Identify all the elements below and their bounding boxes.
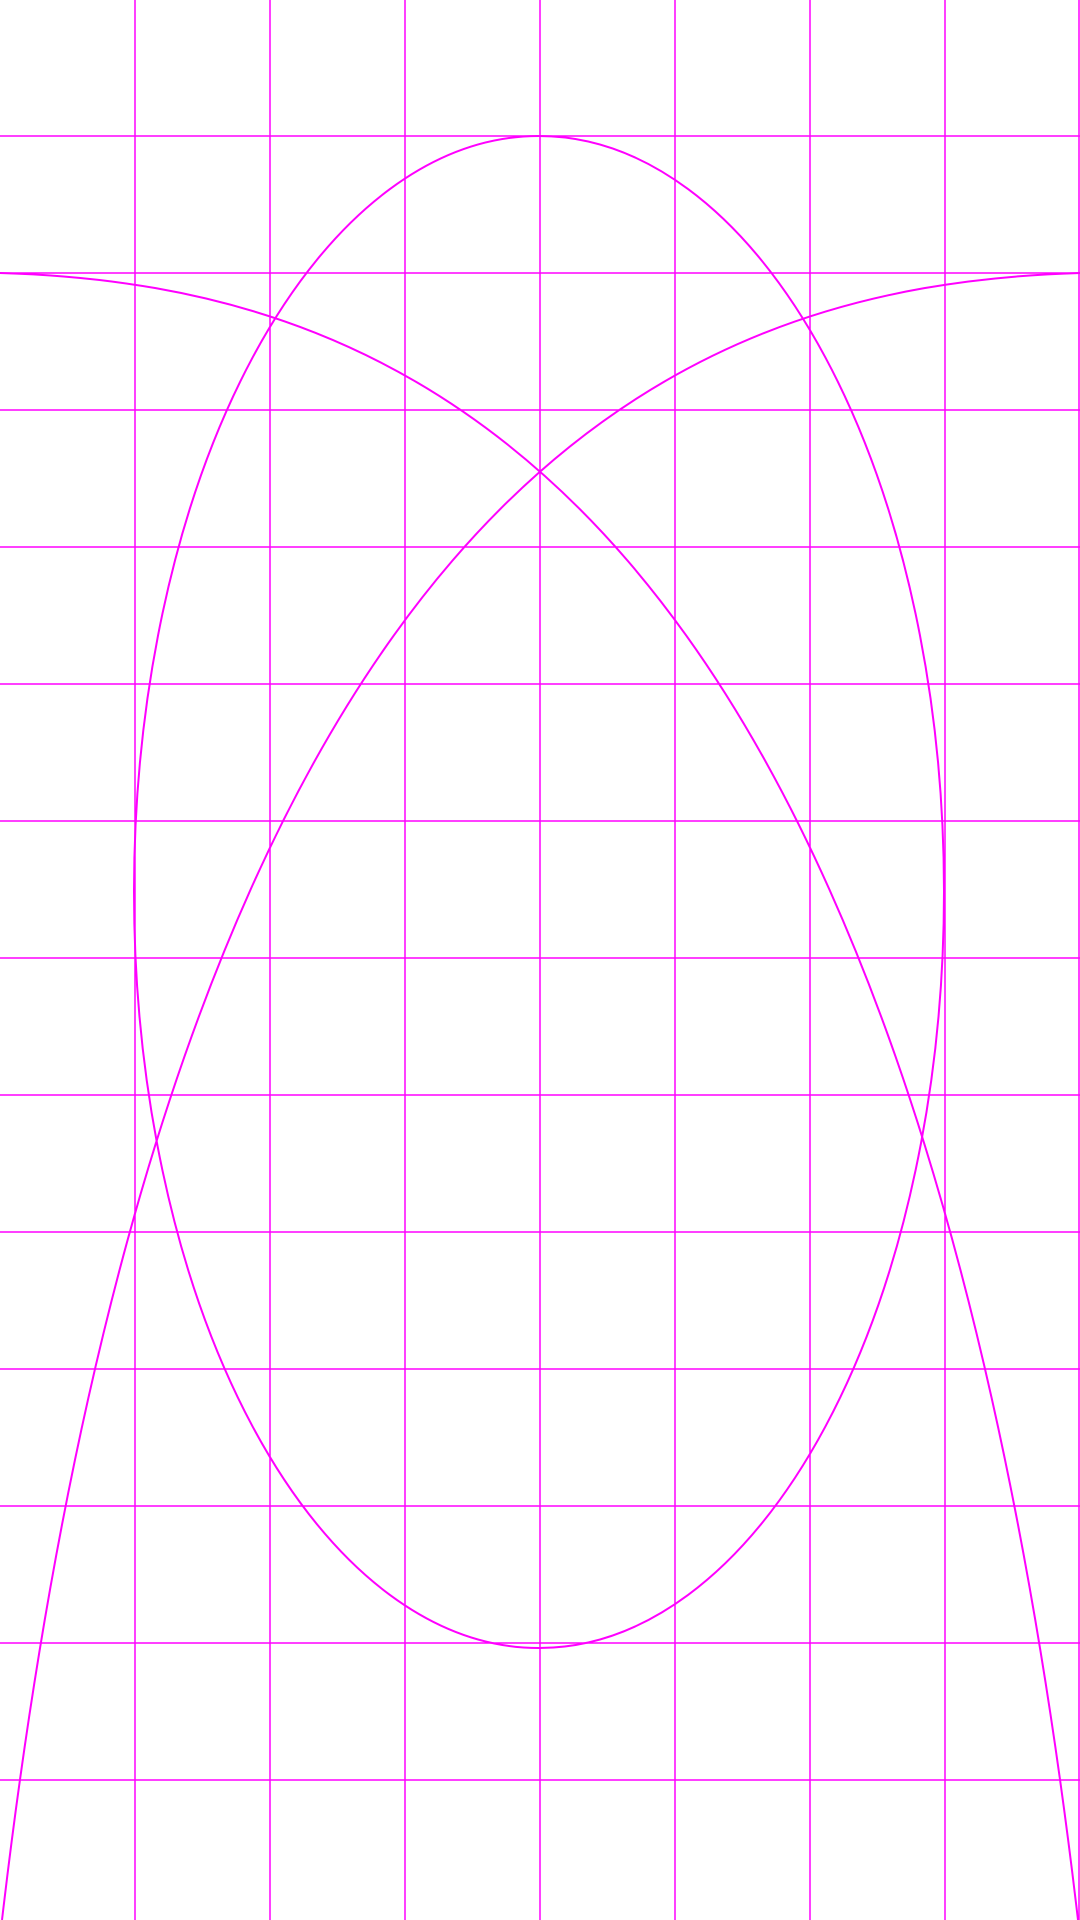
right-arc <box>1 272 1080 1920</box>
left-arc <box>0 272 1079 1920</box>
curve-lines <box>0 135 1080 1920</box>
center-ellipse <box>133 135 945 1649</box>
